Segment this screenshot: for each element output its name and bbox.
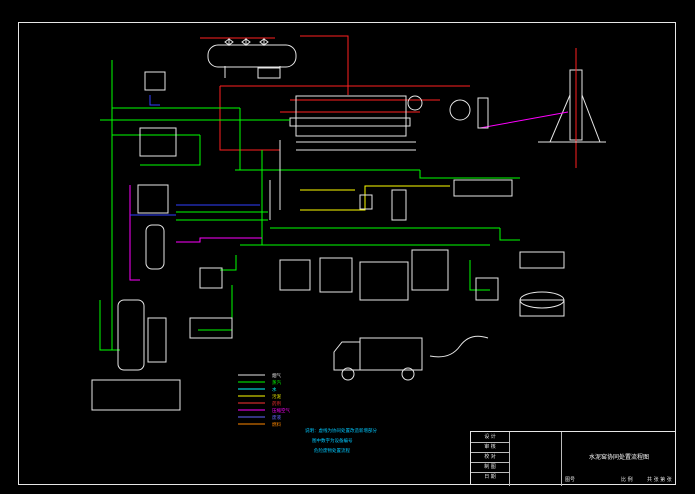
title-block: 设 计 审 核 校 对 制 图 日 期 水泥窑协同处置流程图 图号 比 例 共 … <box>470 431 676 486</box>
middle-process-units <box>269 140 565 317</box>
chimney-stack <box>538 48 606 168</box>
legend-label: 污泥 <box>272 393 281 400</box>
sheet-label: 共 张 第 张 <box>647 477 672 483</box>
note-line: 危险废物处置流程 <box>314 449 350 454</box>
legend-label: 药剂 <box>272 400 281 407</box>
legend-label: 废液 <box>272 414 281 421</box>
drawing-title: 水泥窑协同处置流程图 <box>588 454 649 461</box>
title-block-divider <box>509 432 510 486</box>
kiln-body <box>289 95 489 151</box>
legend-label: 烟气 <box>272 372 281 379</box>
green-lines <box>99 60 520 351</box>
drawing-frame <box>18 22 676 485</box>
legend-label: 蒸汽 <box>272 379 281 386</box>
scale-label: 比 例 <box>621 477 633 483</box>
legend-label: 燃料 <box>272 421 281 428</box>
drawing-number-label: 图号 <box>565 477 576 483</box>
red-lines <box>219 35 470 151</box>
note-line: 图中数字为设备编号 <box>312 439 353 444</box>
legend-label: 压缩空气 <box>272 407 290 414</box>
title-block-row: 日 期 <box>484 474 496 480</box>
valve-row-top <box>224 38 269 46</box>
colored-lines <box>129 95 450 281</box>
truck-icon <box>333 335 489 381</box>
exhaust-duct <box>479 111 569 129</box>
left-equipment <box>91 71 233 411</box>
title-block-row: 制 图 <box>471 462 509 473</box>
title-block-row: 校 对 <box>471 452 509 463</box>
title-block-divider <box>561 432 562 486</box>
legend-label: 水 <box>272 386 277 393</box>
steam-drum <box>200 37 297 79</box>
note-line: 说明：虚线为协同处置改造新增部分 <box>305 429 377 434</box>
title-block-row: 审 核 <box>471 442 509 453</box>
title-block-row: 设 计 <box>471 432 509 443</box>
